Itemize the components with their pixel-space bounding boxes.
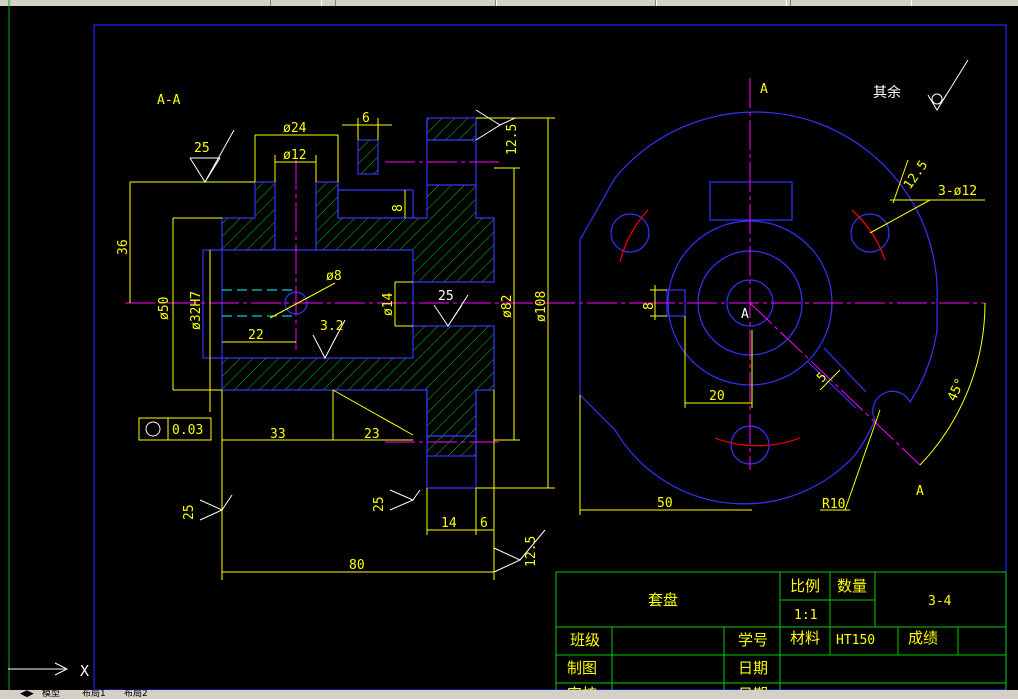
tolerance-value: 0.03 [172, 423, 203, 438]
dim-d8: ø8 [326, 269, 342, 284]
toolbar-segment[interactable] [495, 0, 657, 6]
ucs-x-label: X [80, 662, 89, 680]
pitch-arcs [619, 209, 886, 447]
front-center-lines [645, 78, 985, 470]
roughness-25c: 25 [182, 504, 197, 520]
title-block [555, 571, 1007, 693]
tab-layout1[interactable]: 布局1 [82, 689, 106, 699]
material-label: 材料 [790, 629, 820, 647]
hatch-flange-bottom [426, 435, 477, 457]
dim-d108: ø108 [534, 291, 549, 322]
toolbar-strip [0, 0, 1018, 6]
view-label-arrow: A [916, 484, 924, 499]
roughness-note: 其余 [873, 84, 901, 101]
dim-20: 20 [709, 389, 725, 404]
class-label: 班级 [570, 631, 600, 649]
toolbar-segment[interactable] [335, 0, 497, 6]
drawing-no: 3-4 [928, 594, 952, 609]
grade-label: 成绩 [908, 629, 938, 647]
dim-d50: ø50 [157, 297, 172, 320]
dim-eight-key: 8 [642, 302, 657, 310]
tab-model[interactable]: 模型 [42, 689, 61, 699]
dim-d82: ø82 [500, 295, 515, 318]
dim-d32h7: ø32H7 [189, 291, 204, 330]
roughness-125-bottom: 12.5 [524, 536, 539, 567]
student-no-label: 学号 [738, 631, 768, 649]
tolerance-frame [138, 417, 212, 441]
roughness-25d: 25 [372, 496, 387, 512]
dim-80: 80 [349, 558, 365, 573]
dim-14: 14 [441, 516, 457, 531]
dim-33: 33 [270, 427, 286, 442]
dim-holes: 3-ø12 [938, 184, 977, 199]
part-name: 套盘 [648, 591, 678, 609]
hatch-flange-top [426, 117, 477, 141]
tab-nav-arrows[interactable]: ◀▶ [20, 689, 34, 699]
drawn-label: 制图 [567, 659, 597, 677]
dim-angle: 45° [945, 376, 969, 404]
layout-tabs: ◀▶ 模型 布局1 布局2 [0, 690, 1018, 699]
roughness-25b: 25 [438, 289, 454, 304]
dim-23: 23 [364, 427, 380, 442]
toolbar-segment[interactable] [790, 0, 912, 6]
front-view [579, 111, 938, 505]
dim-d14: ø14 [381, 292, 396, 316]
ucs-icon [8, 662, 69, 676]
dim-eight-side: 8 [391, 204, 406, 212]
front-dimension-lines [579, 159, 986, 515]
dim-22: 22 [248, 328, 264, 343]
toolbar-segment[interactable] [270, 0, 322, 6]
dim-d24: ø24 [283, 121, 307, 136]
scale-label: 比例 [790, 577, 820, 595]
dim-r10: R10 [822, 497, 845, 512]
dim-50: 50 [657, 496, 673, 511]
dim-d12: ø12 [283, 148, 306, 163]
hatch-key [357, 139, 379, 175]
toolbar-segment[interactable] [655, 0, 787, 6]
section-label: A-A [157, 93, 181, 108]
material-value: HT150 [836, 633, 875, 648]
roughness-125-side: 12.5 [901, 158, 931, 192]
roughness-25a: 25 [194, 141, 210, 156]
dim-six-bottom: 6 [480, 516, 488, 531]
view-label-center: A [741, 307, 749, 322]
hatch-upper [221, 181, 495, 283]
roughness-symbols [189, 59, 969, 573]
view-label-top: A [760, 82, 768, 97]
roughness-125-top: 12.5 [505, 124, 520, 155]
dim-36: 36 [116, 239, 131, 255]
qty-label: 数量 [837, 577, 867, 595]
dim-six-top: 6 [362, 111, 370, 126]
scale-value: 1:1 [794, 608, 817, 623]
section-dimension-lines [129, 117, 555, 580]
roughness-32: 3.2 [320, 319, 343, 334]
section-view [125, 117, 645, 489]
date-label: 日期 [738, 659, 768, 677]
tab-layout2[interactable]: 布局2 [124, 689, 148, 699]
